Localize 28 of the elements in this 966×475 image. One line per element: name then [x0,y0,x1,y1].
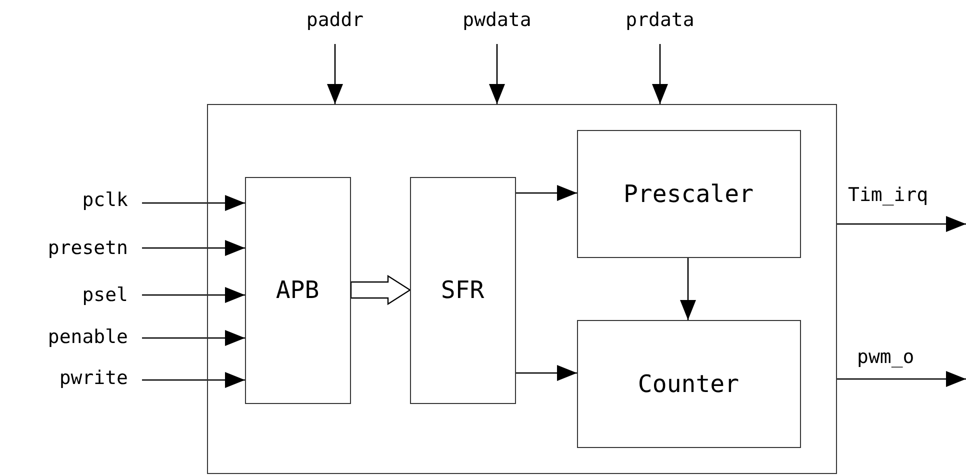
signal-label: paddr [300,8,370,34]
module-box [207,104,837,474]
arrow [489,44,505,104]
signal-label: presetn [8,236,128,260]
arrow [142,240,245,256]
arrow [516,365,577,381]
arrow [142,330,245,346]
signal-label: pclk [40,188,128,212]
arrow [142,372,245,388]
signal-label: penable [8,325,128,349]
edge-label: Tim_irq [848,184,928,206]
signal-label: psel [40,283,128,307]
arrow [837,371,966,387]
arrow [327,44,343,104]
block-box: Prescaler [576,130,800,258]
signal-label: pwdata [455,8,539,34]
arrow [680,258,696,320]
arrow [142,287,245,303]
block-box: APB [244,176,350,404]
arrow [142,195,245,211]
arrow [837,216,966,232]
signal-label: pwrite [20,366,128,390]
arrow [516,185,577,201]
block-arrow [350,274,412,306]
signal-label: prdata [618,8,702,34]
block-box: Counter [576,320,800,448]
arrow [652,44,668,104]
block-box: SFR [410,176,516,404]
